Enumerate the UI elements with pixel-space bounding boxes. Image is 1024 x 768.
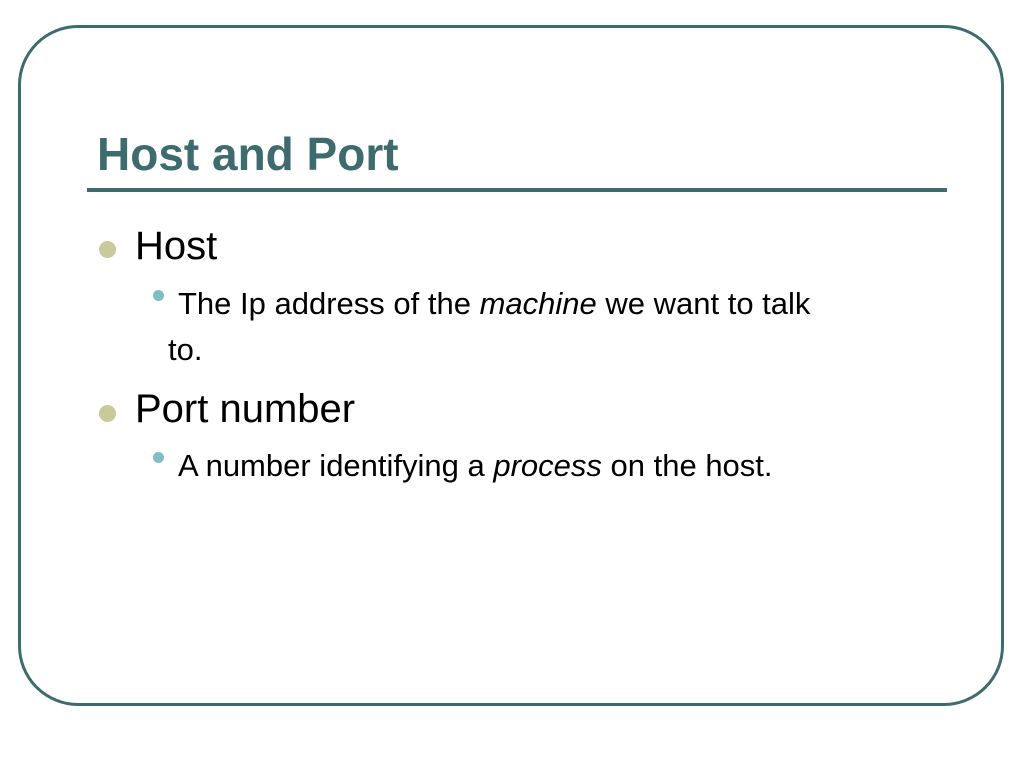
sub-bullet-emphasis: machine	[479, 286, 597, 321]
sub-bullet-text: on the host.	[601, 448, 773, 483]
sub-bullet-dot-icon	[153, 290, 164, 301]
sub-bullet-emphasis: process	[493, 448, 602, 483]
sub-bullet-host-description: The Ip address of the machine we want to…	[168, 281, 948, 373]
sub-bullet-text: The Ip address of the	[178, 286, 480, 321]
bullet-dot-icon	[99, 241, 116, 258]
sub-bullet-dot-icon	[153, 452, 164, 463]
slide-title: Host and Port	[97, 128, 399, 180]
sub-bullet-port-description: A number identifying a process on the ho…	[178, 443, 948, 489]
bullet-port-number: Port number	[135, 387, 356, 431]
bullet-host: Host	[135, 224, 218, 268]
bullet-dot-icon	[99, 405, 116, 422]
slide-frame	[18, 25, 1004, 706]
sub-bullet-text: A number identifying a	[178, 448, 494, 483]
sub-bullet-text: we want to talk	[596, 286, 811, 321]
title-underline	[87, 188, 947, 192]
sub-bullet-text-wrap: to.	[168, 332, 203, 367]
